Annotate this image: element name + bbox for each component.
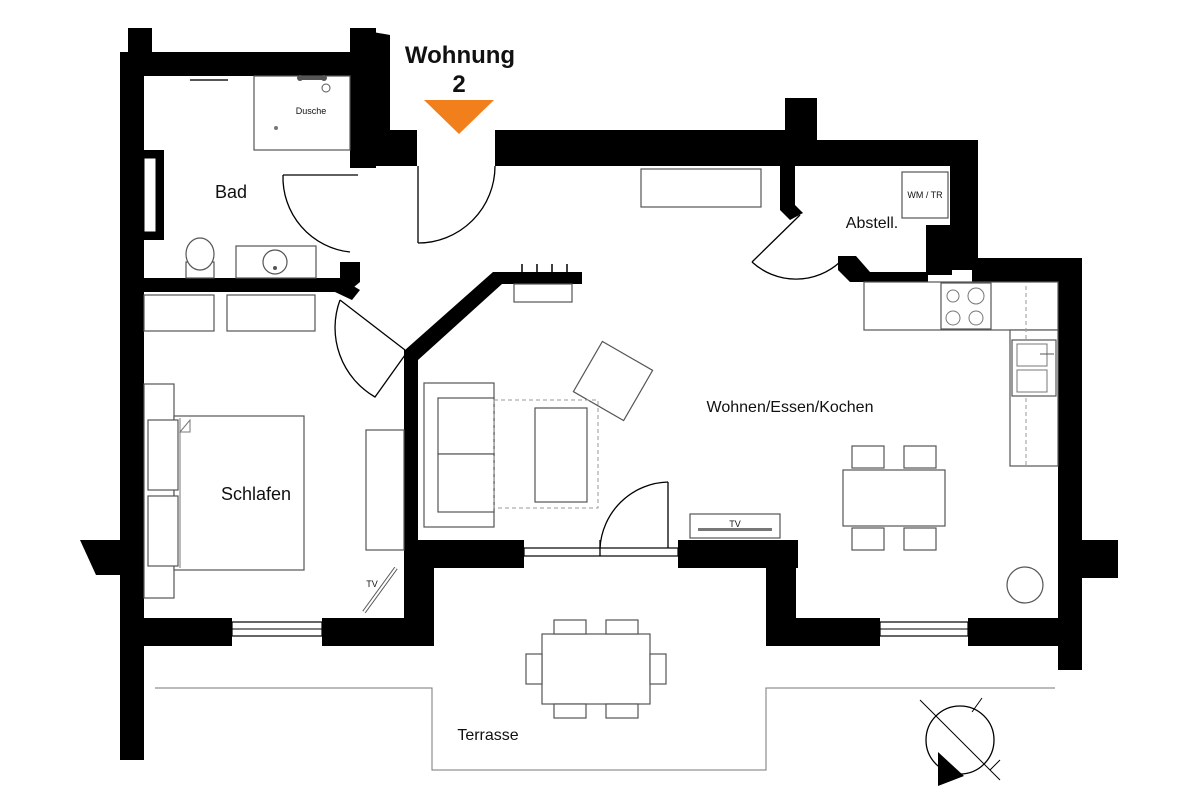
sink-icon: [1011, 339, 1057, 397]
label-wm-tr: WM / TR: [907, 190, 943, 200]
room-label-wohnen: Wohnen/Essen/Kochen: [707, 399, 874, 416]
entrance-triangle-icon: [424, 100, 494, 134]
cooktop-icon: [940, 282, 992, 330]
bedroom-tv: [362, 566, 398, 614]
pillow: [147, 419, 179, 491]
room-label-abstell: Abstell.: [846, 215, 898, 232]
room-label-schlafen: Schlafen: [221, 484, 291, 504]
walls: [80, 28, 1118, 760]
coat-hooks-icon: [521, 264, 568, 272]
terrace: [155, 619, 1055, 771]
washbasin-icon: [235, 245, 317, 279]
north-arrow-icon: [919, 697, 1001, 786]
kitchen: [863, 171, 1059, 467]
washer-dryer: [901, 171, 949, 219]
shower-tray: [253, 75, 351, 151]
dining-set: [842, 445, 946, 551]
label-tv-living: TV: [729, 519, 741, 529]
armchair: [572, 340, 654, 422]
doors: [282, 165, 841, 556]
double-bed: [173, 415, 305, 571]
shower-fitting-icon: [297, 75, 331, 93]
label-dusche: Dusche: [296, 106, 327, 116]
tv-board: [689, 513, 781, 539]
coffee-table: [534, 407, 588, 503]
shelf: [513, 283, 573, 303]
bedroom-furniture: [143, 294, 405, 614]
terrace-table: [525, 619, 667, 719]
label-tv-bedroom: TV: [366, 579, 378, 589]
rug: [493, 399, 599, 509]
sideboard: [640, 168, 762, 208]
living-furniture: [423, 168, 1044, 604]
apartment-title: Wohnung: [405, 42, 515, 69]
room-label-bad: Bad: [215, 182, 247, 202]
wardrobe: [143, 294, 215, 332]
plant: [1006, 566, 1044, 604]
sofa: [423, 382, 495, 528]
bathroom-fixtures: [185, 75, 351, 279]
dresser: [365, 429, 405, 551]
wardrobe: [226, 294, 316, 332]
pillow: [147, 495, 179, 567]
toilet-icon: [185, 237, 215, 279]
room-label-terrasse: Terrasse: [457, 727, 518, 744]
apartment-number: 2: [452, 71, 465, 98]
windows: [231, 547, 969, 637]
